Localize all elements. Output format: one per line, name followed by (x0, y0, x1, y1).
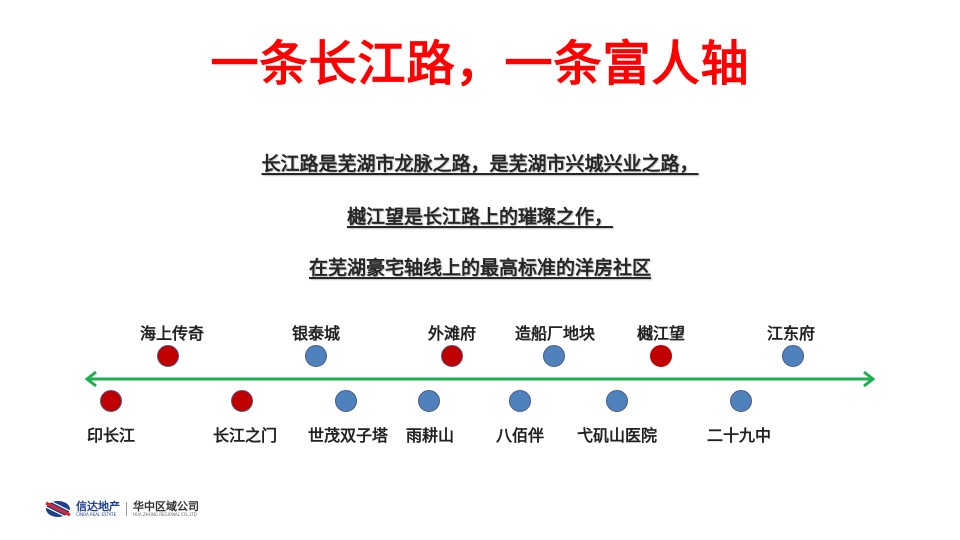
marker-blue-circle (730, 390, 752, 412)
arrow-right-icon (863, 370, 876, 388)
marker-blue-circle (418, 390, 440, 412)
marker-red-circle (157, 345, 179, 367)
timeline-axis (84, 370, 876, 388)
node-label: 印长江 (86, 426, 136, 445)
marker-blue-circle (606, 390, 628, 412)
node-label: 八佰伴 (495, 426, 545, 445)
node-label: 二十九中 (706, 426, 772, 445)
marker-blue-circle (305, 345, 327, 367)
node-label: 银泰城 (291, 324, 341, 343)
slide-title: 一条长江路，一条富人轴 (210, 36, 750, 92)
marker-red-circle (100, 390, 122, 412)
marker-red-circle (231, 390, 253, 412)
body-line-2: 樾江望是长江路上的璀璨之作， (346, 206, 613, 228)
node-label: 弋矶山医院 (576, 426, 658, 445)
arrow-left-icon (84, 370, 97, 388)
marker-blue-circle (782, 345, 804, 367)
node-label: 江东府 (766, 324, 816, 343)
node-label: 外滩府 (427, 324, 477, 343)
company-logo: 信达地产 CINDA REAL ESTATE 华中区域公司 HUA ZHONG … (44, 497, 199, 521)
brand-name-en: CINDA REAL ESTATE (76, 511, 117, 517)
node-label: 长江之门 (212, 426, 278, 445)
node-label: 造船厂地块 (514, 324, 596, 343)
body-line-3: 在芜湖豪宅轴线上的最高标准的洋房社区 (308, 257, 651, 279)
marker-red-circle (441, 345, 463, 367)
node-label: 海上传奇 (139, 324, 205, 343)
marker-red-circle (650, 345, 672, 367)
region-name-en: HUA ZHONG REGIONAL CO.,LTD (133, 511, 197, 517)
logo-divider (126, 502, 127, 516)
body-line-1: 长江路是芜湖市龙脉之路，是芜湖市兴城兴业之路， (261, 153, 699, 175)
cinda-logo-icon (45, 500, 71, 518)
node-label: 世茂双子塔 (307, 426, 389, 445)
node-label: 雨耕山 (405, 426, 455, 445)
region-name-cn: 华中区域公司 (133, 499, 199, 513)
marker-blue-circle (335, 390, 357, 412)
marker-blue-circle (543, 345, 565, 367)
marker-blue-circle (509, 390, 531, 412)
brand-name-cn: 信达地产 (76, 499, 120, 513)
node-label: 樾江望 (636, 324, 686, 343)
